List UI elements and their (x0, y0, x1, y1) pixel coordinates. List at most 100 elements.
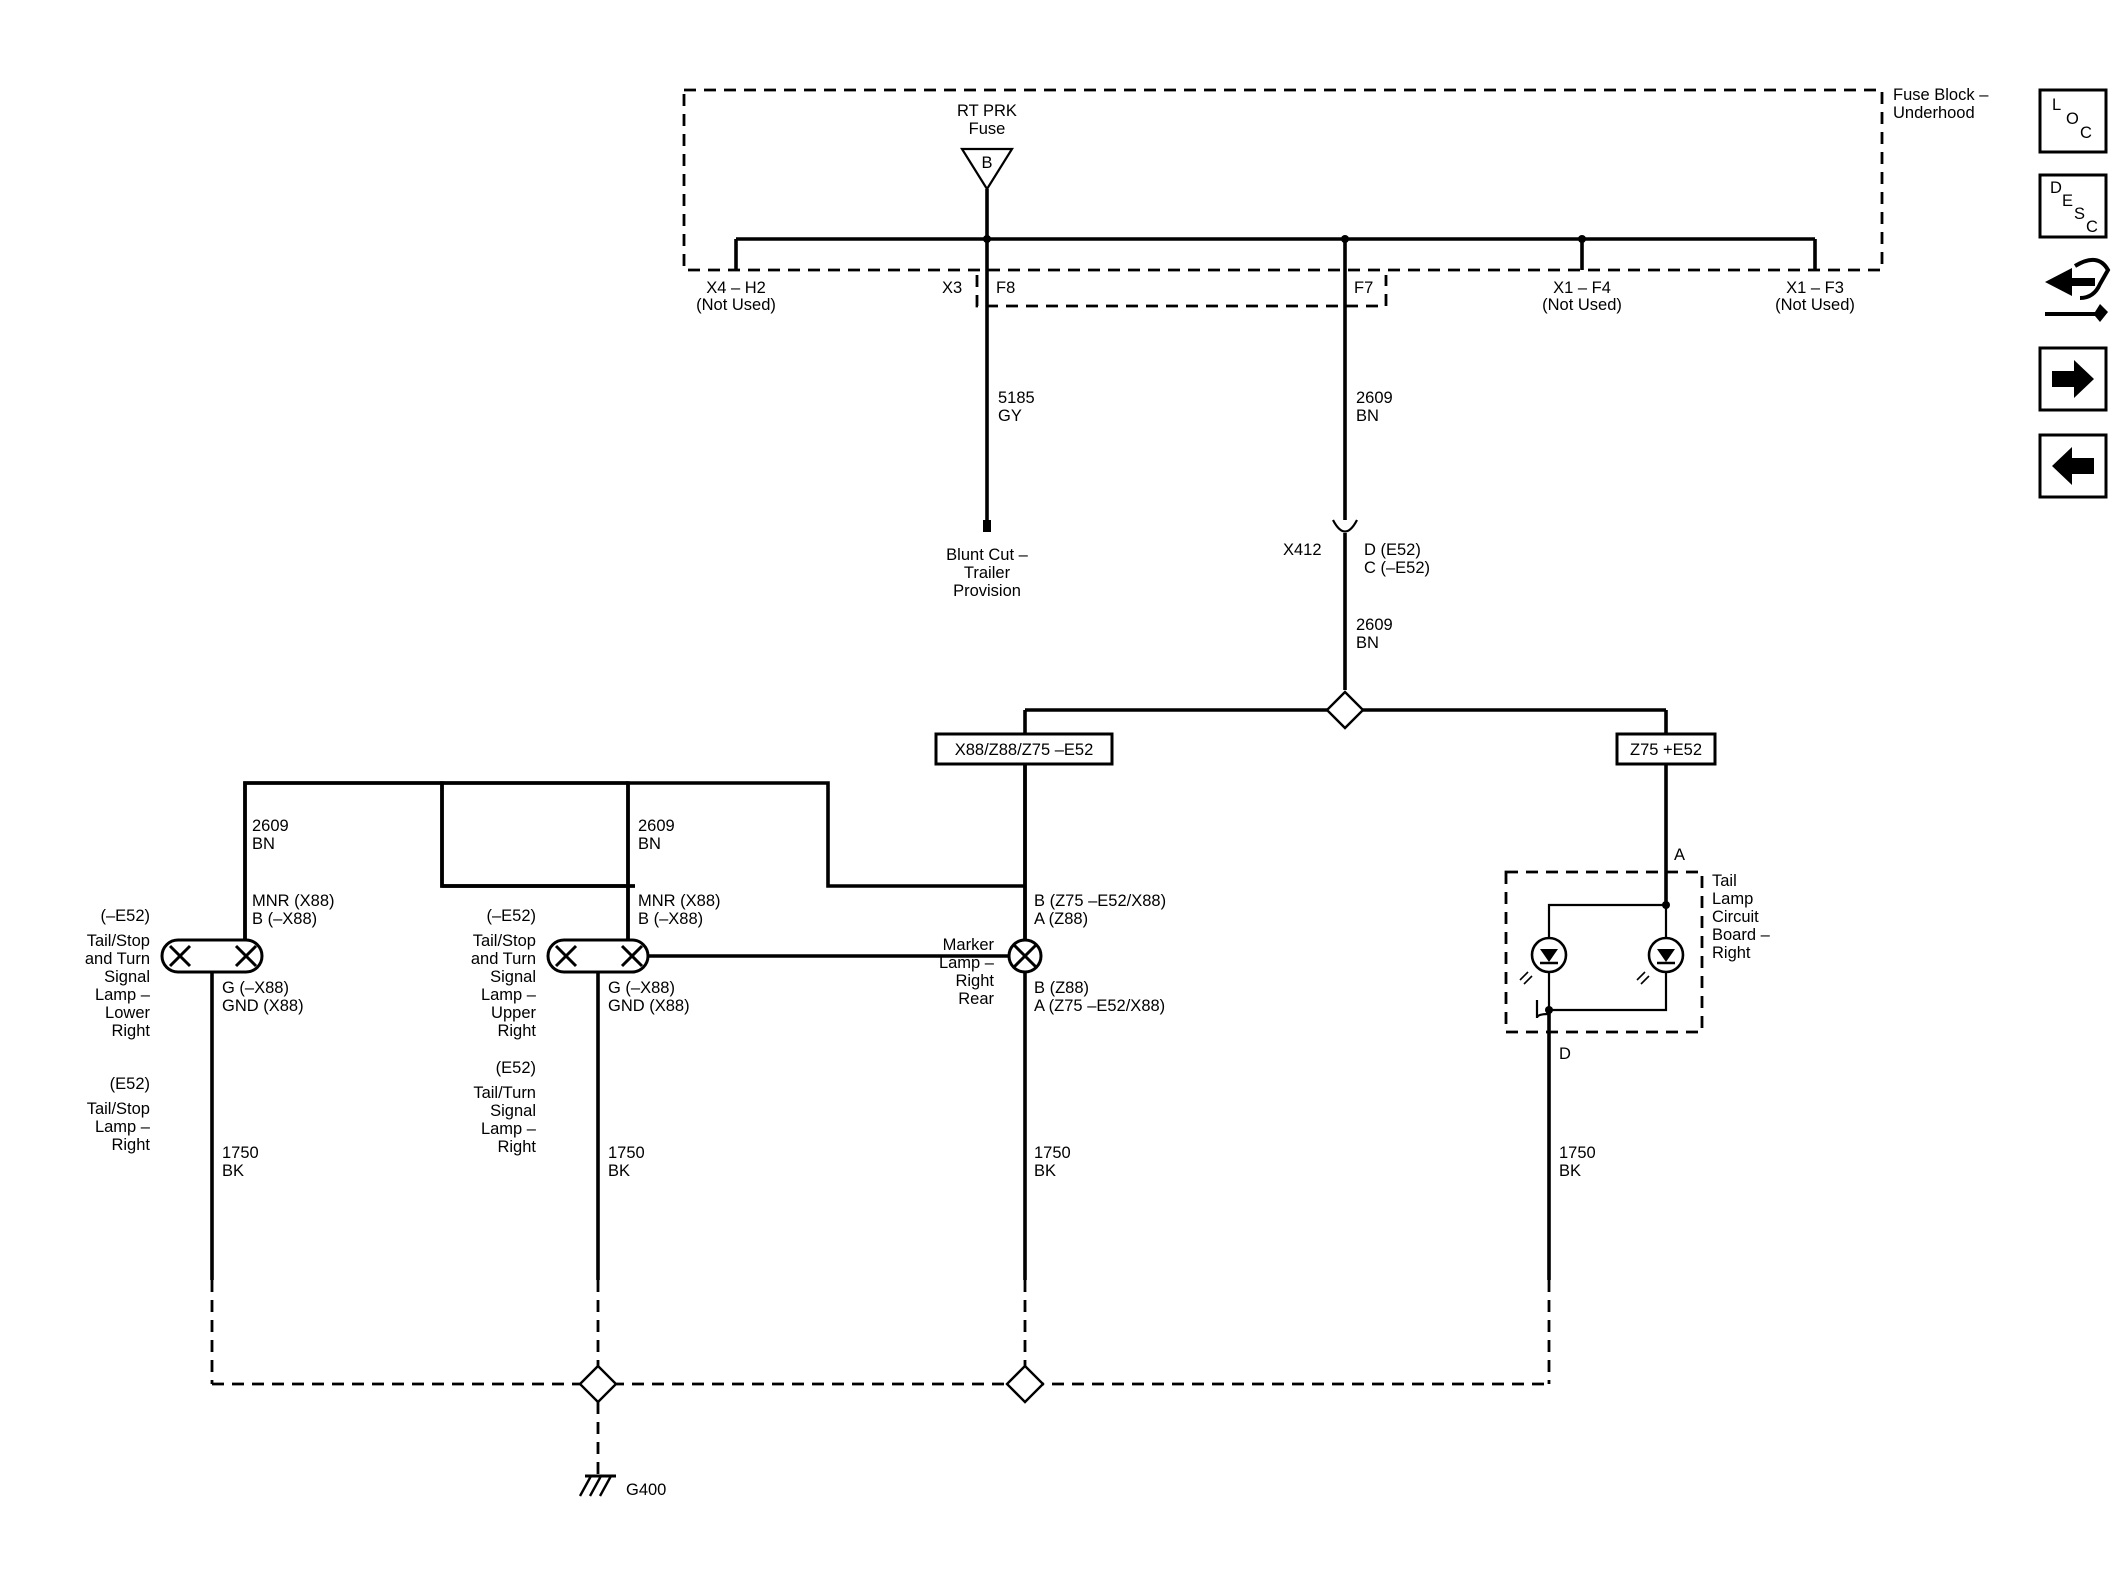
ground-g400-icon (578, 1474, 616, 1497)
lower-lamp-name: Right (111, 1136, 150, 1154)
wire-2609-mid-color: BN (1356, 634, 1379, 652)
wire-2609-left-color: BN (252, 835, 275, 853)
upper-lamp-pin: G (–X88) (608, 979, 675, 997)
upper-lamp-name: Tail/Turn (473, 1084, 536, 1102)
option-box-right: Z75 +E52 (1615, 732, 1717, 766)
wire-2609-top: 2609 BN (1343, 239, 1393, 520)
forward-button[interactable] (2038, 346, 2108, 412)
marker-lamp-pin: A (Z75 –E52/X88) (1034, 997, 1165, 1015)
svg-text:C (–E52): C (–E52) (1364, 559, 1430, 577)
connector-x1-f4: X1 – F4 (1553, 279, 1611, 297)
lower-lamp-pin: B (–X88) (252, 910, 317, 928)
connector-x4-h2: X4 – H2 (706, 279, 766, 297)
board-name: Right (1712, 944, 1751, 962)
wire-2609-lamp-feed (243, 764, 1027, 958)
blunt-cut-label: Provision (953, 582, 1021, 600)
svg-text:2609: 2609 (1356, 389, 1393, 407)
svg-text:5185: 5185 (998, 389, 1035, 407)
svg-text:S: S (2074, 205, 2085, 223)
marker-lamp-pin: B (Z88) (1034, 979, 1089, 997)
bus-bar (734, 235, 1817, 270)
marker-lamp-name: Rear (958, 990, 994, 1008)
marker-lamp-pin: B (Z75 –E52/X88) (1034, 892, 1166, 910)
wire-2609-route (243, 764, 1027, 955)
fuse-block-outline (682, 88, 1884, 272)
tail-stop-turn-lamp-lower-right (160, 938, 264, 1280)
back-button[interactable] (2038, 433, 2108, 499)
upper-lamp-name: Right (497, 1022, 536, 1040)
wire-1750-c-num: 1750 (1034, 1144, 1071, 1162)
marker-lamp-right-rear (1007, 938, 1043, 1280)
lower-lamp-name: Signal (104, 968, 150, 986)
svg-text:X412: X412 (1283, 541, 1322, 559)
svg-text:BN: BN (1356, 407, 1379, 425)
tail-lamp-circuit-board-right (1504, 764, 1704, 1280)
upper-lamp-name: Signal (490, 1102, 536, 1120)
lower-lamp-name: and Turn (85, 950, 150, 968)
wire-1750-d-color: BK (1559, 1162, 1581, 1180)
wire-1750-d-num: 1750 (1559, 1144, 1596, 1162)
arrow-left-icon (2052, 447, 2094, 485)
connector-x3: X3 (942, 279, 962, 297)
upper-lamp-option: (–E52) (486, 907, 536, 925)
board-pin: D (1559, 1045, 1571, 1063)
wire-2609-left-num: 2609 (252, 817, 289, 835)
connector-x1-f3-note: (Not Used) (1775, 296, 1855, 314)
lower-lamp-name: Lamp – (95, 1118, 151, 1136)
board-name: Circuit (1712, 908, 1759, 926)
tail-stop-turn-lamp-upper-right (546, 938, 650, 1280)
splice-top (1023, 690, 1668, 735)
connector-x1-f4-note: (Not Used) (1542, 296, 1622, 314)
marker-lamp-name: Right (955, 972, 994, 990)
connector-wrench-icon[interactable] (2045, 258, 2111, 322)
lower-lamp-name: Tail/Stop (87, 1100, 150, 1118)
upper-lamp-name: and Turn (471, 950, 536, 968)
upper-lamp-name: Lamp – (481, 1120, 537, 1138)
option-box-left: X88/Z88/Z75 –E52 (934, 732, 1114, 766)
upper-lamp-name: Tail/Stop (473, 932, 536, 950)
upper-lamp-name: Upper (491, 1004, 536, 1022)
upper-lamp-pin: GND (X88) (608, 997, 690, 1015)
upper-lamp-name: Signal (490, 968, 536, 986)
marker-lamp-name: Marker (943, 936, 995, 954)
fuse-name: RT PRK (957, 102, 1017, 120)
svg-text:X88/Z88/Z75 –E52: X88/Z88/Z75 –E52 (955, 741, 1094, 759)
wire-1750-a-color: BK (222, 1162, 244, 1180)
blunt-cut-label: Trailer (964, 564, 1011, 582)
connector-f8: F8 (996, 279, 1015, 297)
svg-text:D (E52): D (E52) (1364, 541, 1421, 559)
wire-5185: 5185 GY (983, 239, 1035, 532)
svg-text:L: L (2052, 96, 2061, 114)
lower-lamp-pin: MNR (X88) (252, 892, 335, 910)
wire-2609-second-color: BN (638, 835, 661, 853)
lower-lamp-name: Lower (105, 1004, 150, 1022)
arrow-right-icon (2052, 360, 2094, 398)
fuse-block-label: Underhood (1893, 104, 1975, 122)
fuse-pin: B (981, 154, 992, 172)
svg-text:E: E (2062, 192, 2073, 210)
lower-lamp-pin: GND (X88) (222, 997, 304, 1015)
upper-lamp-name: Lamp – (481, 986, 537, 1004)
upper-lamp-name: Right (497, 1138, 536, 1156)
board-pin: A (1674, 846, 1685, 864)
marker-lamp-name: Lamp – (939, 954, 995, 972)
connector-x4-h2-note: (Not Used) (696, 296, 776, 314)
wire-1750-b-num: 1750 (608, 1144, 645, 1162)
led-icon (1530, 936, 1568, 974)
lower-lamp-name: Lamp – (95, 986, 151, 1004)
lower-lamp-name: Tail/Stop (87, 932, 150, 950)
fuse-pin-triangle (960, 147, 1014, 192)
board-name: Board – (1712, 926, 1771, 944)
svg-text:D: D (2050, 179, 2062, 197)
desc-button[interactable]: D E S C (2038, 173, 2108, 239)
board-name: Tail (1712, 872, 1737, 890)
lower-lamp-pin: G (–X88) (222, 979, 289, 997)
marker-lamp-pin: A (Z88) (1034, 910, 1088, 928)
connector-x1-f3: X1 – F3 (1786, 279, 1844, 297)
lower-lamp-name: Right (111, 1022, 150, 1040)
wire-2609-mid-num: 2609 (1356, 616, 1393, 634)
wire-1750-b-color: BK (608, 1162, 630, 1180)
svg-text:O: O (2066, 110, 2079, 128)
loc-button[interactable]: L O C (2038, 88, 2108, 154)
